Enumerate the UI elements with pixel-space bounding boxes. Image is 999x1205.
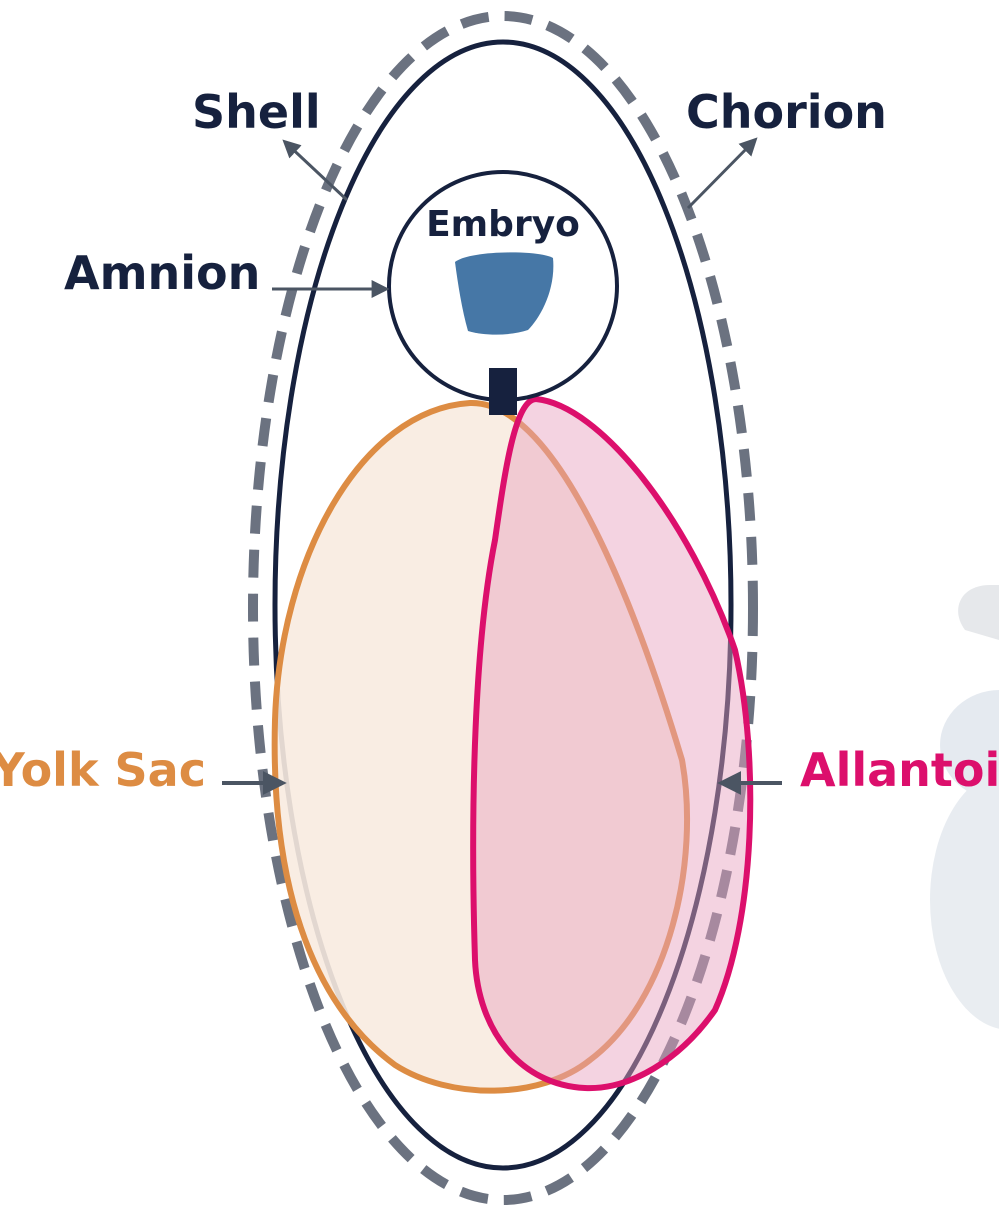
embryo-label: Embryo	[426, 204, 580, 245]
stalk	[489, 368, 517, 415]
watermark	[930, 585, 999, 1030]
chorion-label: Chorion	[686, 85, 887, 139]
chorion-pointer	[688, 140, 755, 208]
shell-label: Shell	[192, 85, 321, 139]
yolk-sac-label: Yolk Sac	[0, 743, 206, 797]
amnion-label: Amnion	[64, 246, 260, 300]
allantois	[473, 399, 750, 1088]
allantois-label: Allantois	[800, 743, 999, 797]
